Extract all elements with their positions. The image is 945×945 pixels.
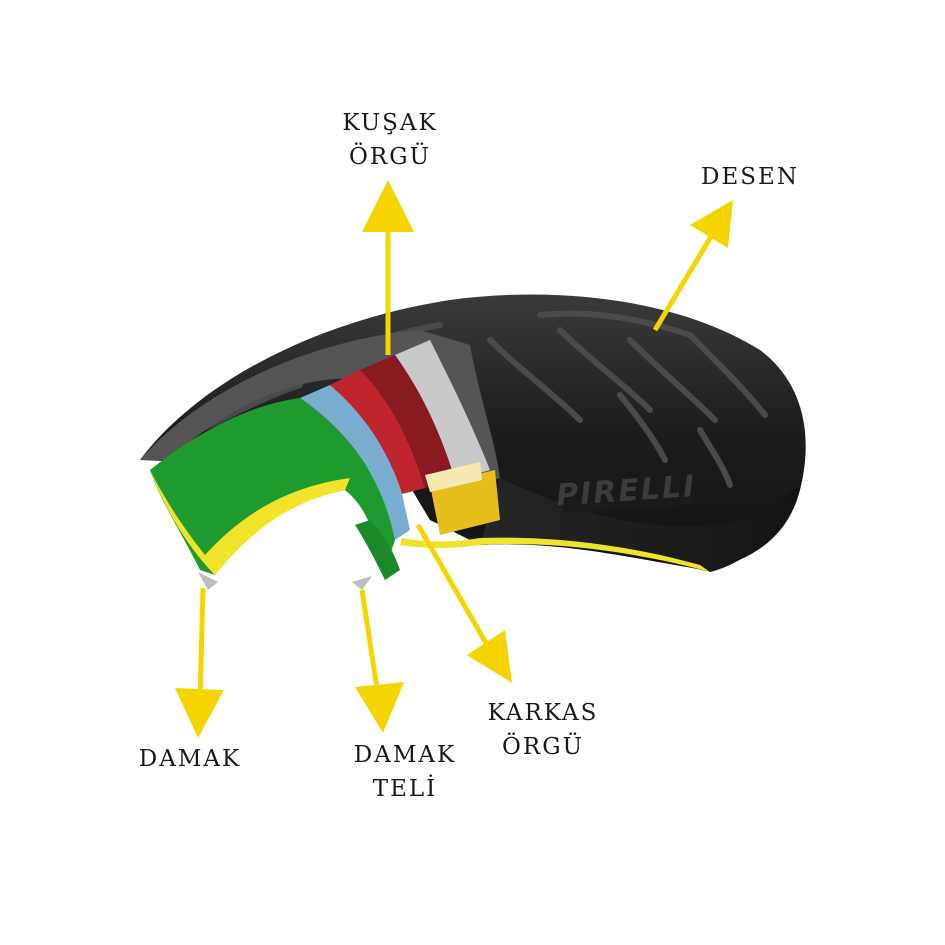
bead-zone-band — [480, 537, 710, 572]
bead-left — [150, 470, 350, 575]
tire-sidewall — [480, 478, 800, 572]
label-karkas-orgu-line-2: ÖRGÜ — [502, 734, 584, 760]
label-karkas-orgu: KARKAS ÖRGÜ — [478, 696, 608, 764]
arrow-karkas-orgu-head — [467, 630, 512, 683]
arrow-kusak-orgu-head — [362, 180, 414, 232]
label-damak-teli-line-1: DAMAK — [353, 742, 457, 768]
inner-liner-lip — [355, 520, 400, 580]
arrow-desen-shaft — [652, 228, 718, 332]
bead-wire-right — [352, 576, 372, 590]
arrow-damak-teli-shaft — [359, 589, 381, 696]
label-desen-line-1: DESEN — [701, 164, 799, 190]
label-damak-teli-line-2: TELİ — [372, 776, 438, 802]
arrow-karkas-orgu-shaft — [415, 523, 493, 652]
arrow-damak-head — [175, 688, 224, 738]
label-kusak-orgu-line-1: KUŞAK — [342, 110, 438, 136]
label-desen: DESEN — [700, 160, 800, 194]
arrow-damak-shaft — [197, 587, 206, 701]
arrow-damak-teli-head — [355, 682, 404, 733]
label-damak: DAMAK — [130, 742, 250, 776]
label-damak-line-1: DAMAK — [138, 746, 242, 772]
label-kusak-orgu-line-2: ÖRGÜ — [349, 144, 431, 170]
bead-filler-highlight — [425, 462, 482, 492]
annotation-arrows — [175, 180, 733, 738]
label-damak-teli: DAMAK TELİ — [340, 738, 470, 806]
brand-logo: PIRELLI — [555, 469, 697, 514]
belt-ply-red — [330, 370, 425, 494]
inner-liner-layer — [150, 398, 395, 575]
steel-belt-layer — [395, 340, 490, 480]
label-kusak-orgu: KUŞAK ÖRGÜ — [335, 106, 445, 174]
carcass-ply-layer — [300, 385, 410, 540]
bead-right — [400, 538, 480, 549]
arrow-desen-head — [690, 200, 733, 248]
label-karkas-orgu-line-1: KARKAS — [487, 700, 599, 726]
bead-wire-left — [198, 572, 218, 590]
belt-ply-dark — [360, 355, 455, 488]
